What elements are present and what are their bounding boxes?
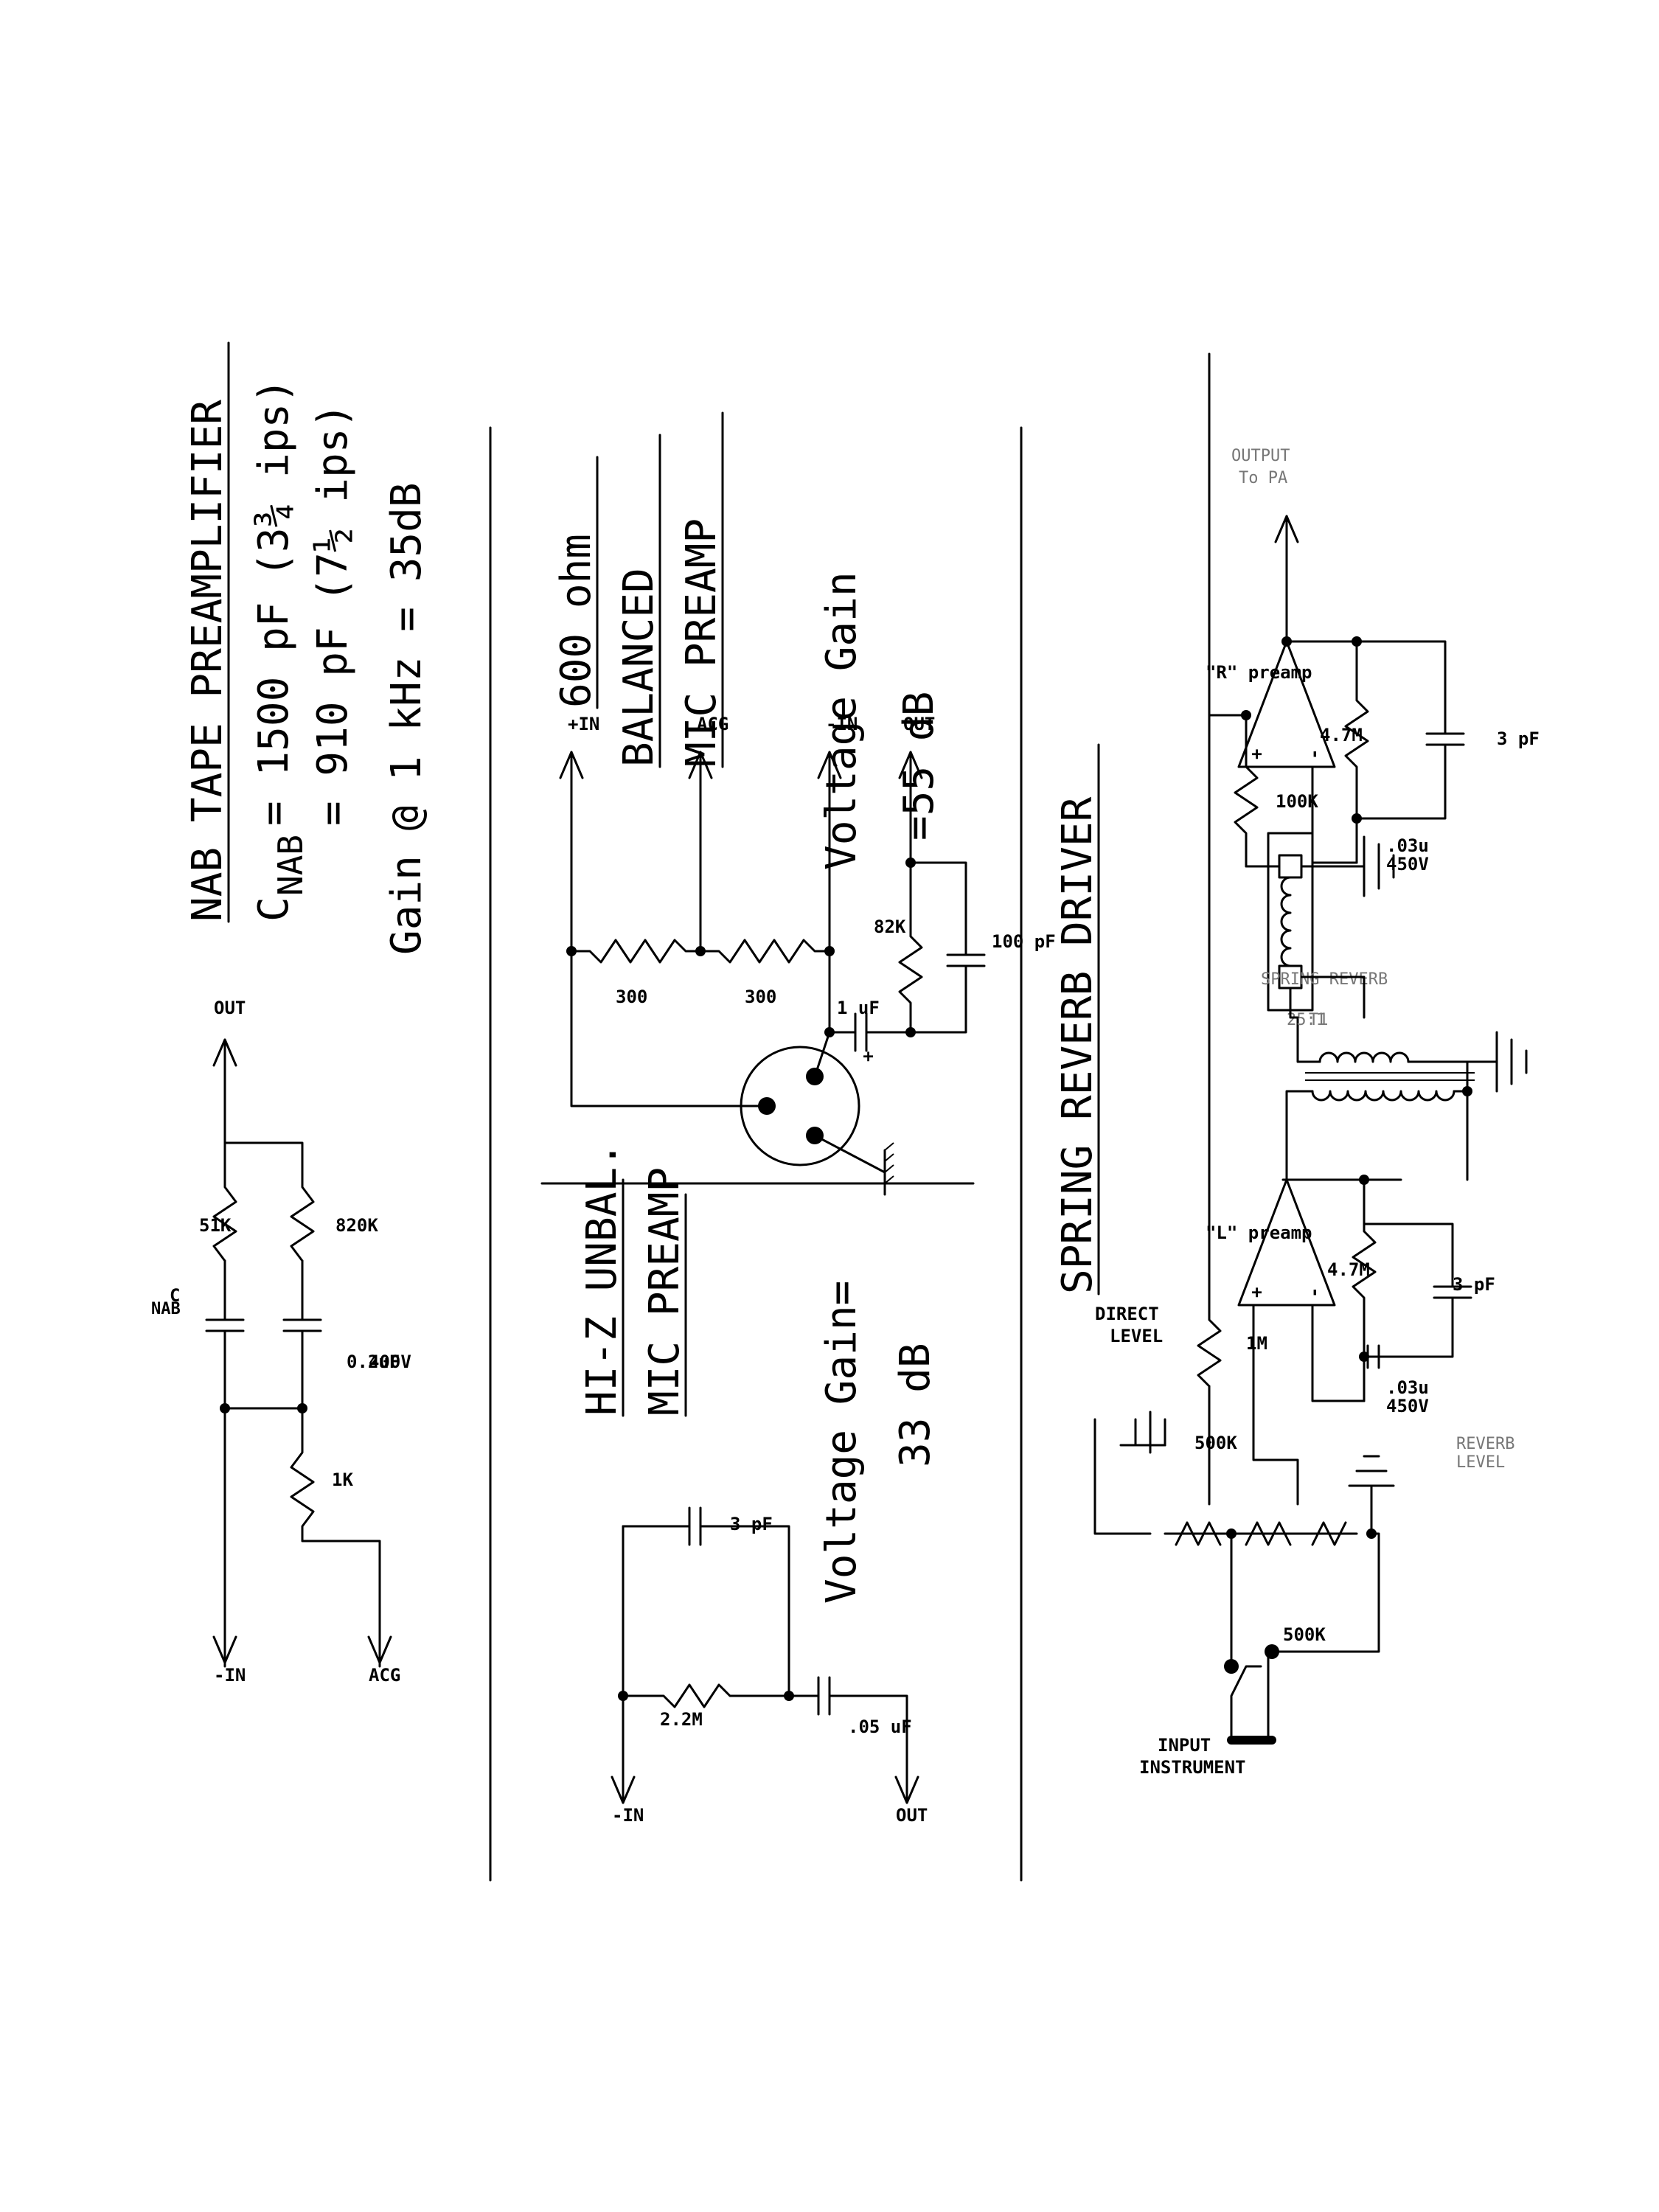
nab-r51k-label: 51K [199,1215,232,1236]
svg-text:-: - [1304,749,1324,759]
svg-text:+: + [858,1051,878,1062]
svg-text:+: + [1246,749,1267,759]
balanced-gain-value: =55 dB [895,692,943,841]
reverb-r-preamp-label: "R" preamp [1206,662,1312,683]
balanced-nin-label: -IN [826,714,858,734]
reverb-r500k-a-label: 500K [1194,1433,1237,1453]
nab-cnab-label: C [170,1285,180,1306]
balanced-section: 600 ohm BALANCED MIC PREAMP Voltage Gain… [552,411,1056,1196]
hiz-in-label: -IN [612,1805,644,1826]
balanced-out-label: OUT [903,714,935,734]
svg-text:400V: 400V [369,1352,411,1372]
hiz-section: HI-Z UNBAL. MIC PREAMP Voltage Gain= 33 … [578,1142,939,1826]
nab-c02-label: 0.2uF [347,1352,400,1372]
hiz-gain-value: 33 dB [891,1343,939,1467]
reverb-direct1-label: DIRECT [1095,1304,1159,1324]
svg-text:450V: 450V [1386,1396,1429,1416]
reverb-r47m-r-label: 4.7M [1320,725,1363,745]
balanced-title3: MIC PREAMP [678,518,726,767]
svg-text:INPUT: INPUT [1158,1735,1211,1756]
nab-cnab-value2: = 910 pF (7½ ips) [309,403,357,826]
reverb-output1-label: OUTPUT [1231,447,1290,465]
reverb-reverb1-label: REVERB [1456,1435,1514,1453]
svg-text:NAB: NAB [151,1300,181,1318]
nab-cnab-value: = 1500 pF (3¾ ips) [250,378,298,826]
nab-cnab-c: C [250,897,298,922]
svg-text:LEVEL: LEVEL [1110,1326,1163,1346]
nab-r1k-label: 1K [332,1470,353,1490]
reverb-t1-label: T1 [1309,1011,1329,1029]
balanced-title1: 600 ohm [552,534,600,708]
reverb-c03u-l-label: .03u [1386,1377,1429,1398]
nab-in-label: -IN [214,1665,246,1686]
reverb-spring-label: SPRING REVERB [1261,970,1388,989]
nab-acg-label: ACG [369,1665,400,1686]
nab-gain: Gain @ 1 kHz = 35dB [383,482,431,955]
hiz-out-label: OUT [896,1805,928,1826]
balanced-c1uf-label: 1 uF [837,998,880,1018]
reverb-c03u-r-label: .03u [1386,835,1429,856]
hiz-r22m-label: 2.2M [660,1709,703,1730]
hiz-c3pf-label: 3 pF [730,1514,773,1534]
hiz-title2: MIC PREAMP [641,1167,689,1416]
reverb-title: SPRING REVERB DRIVER [1054,796,1102,1294]
reverb-section: SPRING REVERB DRIVER INSTRUMENT INPUT DI… [1054,352,1540,1778]
hiz-gain-label: Voltage Gain= [818,1281,866,1604]
svg-text:+: + [1246,1287,1267,1298]
balanced-gain-label: Voltage Gain [818,571,866,870]
nab-r820k-label: 820K [335,1215,378,1236]
balanced-c100pf-label: 100 pF [992,931,1056,952]
balanced-r300a-label: 300 [616,987,647,1007]
svg-text:To PA: To PA [1239,469,1287,487]
hiz-c05uf-label: .05 uF [848,1717,912,1737]
balanced-r300b-label: 300 [745,987,776,1007]
balanced-r82k-label: 82K [874,917,906,937]
svg-text:25:1: 25:1 [1287,1011,1326,1029]
reverb-r47m-l-label: 4.7M [1327,1259,1370,1280]
reverb-c3pf-l-label: 3 pF [1453,1274,1495,1295]
reverb-r500k-b-label: 500K [1283,1624,1326,1645]
nab-section: NAB TAPE PREAMPLIFIER C NAB = 1500 pF (3… [151,341,431,1686]
balanced-pin-label: +IN [568,714,599,734]
svg-text:450V: 450V [1386,854,1429,874]
reverb-l-preamp-label: "L" preamp [1206,1222,1312,1243]
balanced-acg-label: ACG [697,714,728,734]
reverb-inst1-label: INSTRUMENT [1139,1757,1246,1778]
svg-text:LEVEL: LEVEL [1456,1453,1505,1472]
reverb-r1m-label: 1M [1246,1333,1267,1354]
nab-title: NAB TAPE PREAMPLIFIER [184,400,232,922]
svg-text:-: - [1304,1287,1324,1298]
nab-cnab-sub: NAB [271,835,310,896]
reverb-c3pf-r-label: 3 pF [1497,728,1540,749]
balanced-title2: BALANCED [615,568,663,767]
nab-out-label: OUT [214,998,246,1018]
hiz-title1: HI-Z UNBAL. [578,1142,626,1416]
